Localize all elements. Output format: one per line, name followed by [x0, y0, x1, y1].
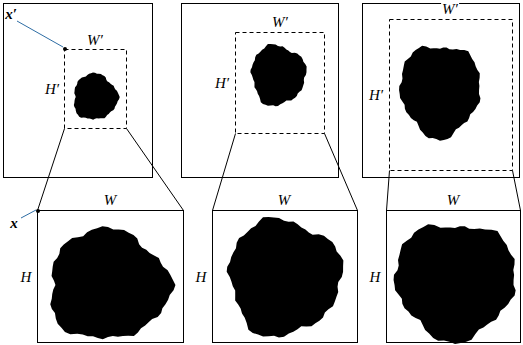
height-label: H′	[368, 88, 384, 103]
image-frame	[363, 4, 520, 178]
width-label: W′	[441, 1, 459, 16]
width-label: W	[446, 193, 461, 208]
zoom-frame	[38, 211, 184, 343]
height-label: H	[369, 270, 382, 285]
lesion-blob	[50, 226, 175, 339]
point-marker	[36, 209, 40, 213]
zoom-line	[387, 171, 390, 211]
lesion-blob	[227, 217, 344, 337]
zoom-line	[38, 129, 65, 211]
width-label: W	[103, 193, 118, 208]
point-label: x	[9, 216, 19, 231]
image-frame	[182, 4, 339, 178]
height-label: H	[195, 270, 208, 285]
leader-line	[17, 21, 63, 47]
lesion-blob	[250, 44, 306, 106]
zoom-line	[325, 134, 358, 211]
zoom-frame	[213, 211, 358, 343]
lesion-blob	[74, 72, 120, 119]
width-label: W′	[86, 33, 104, 48]
point-label: x′	[4, 7, 18, 22]
zoom-line	[213, 134, 236, 211]
height-label: H	[20, 270, 33, 285]
zoom-line	[513, 171, 521, 211]
width-label: W′	[271, 15, 289, 30]
height-label: H′	[44, 82, 60, 97]
leader-line	[21, 210, 36, 218]
lesion-blob	[394, 224, 516, 344]
zoom-line	[127, 129, 184, 211]
image-frame	[4, 4, 153, 178]
crop-box	[236, 33, 325, 134]
width-label: W	[277, 193, 292, 208]
height-label: H′	[214, 76, 230, 91]
lesion-blob	[399, 46, 480, 141]
point-marker	[63, 47, 67, 51]
crop-box	[390, 20, 513, 171]
crop-box	[65, 50, 127, 129]
